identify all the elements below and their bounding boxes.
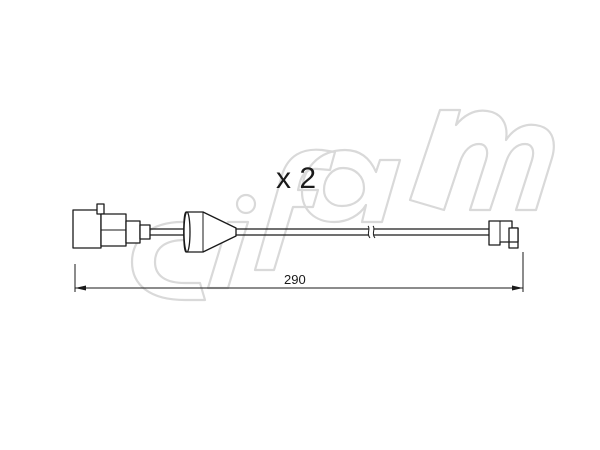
length-dimension: 290 [74,252,524,292]
cable-main [235,225,490,239]
sensor-probe [488,220,519,249]
dimension-label: 290 [284,272,306,287]
cable-grommet [183,211,237,253]
cifam-watermark-logo [130,108,555,302]
quantity-label: x 2 [276,162,316,195]
left-connector-plug [72,203,151,249]
cable-left [149,228,187,236]
